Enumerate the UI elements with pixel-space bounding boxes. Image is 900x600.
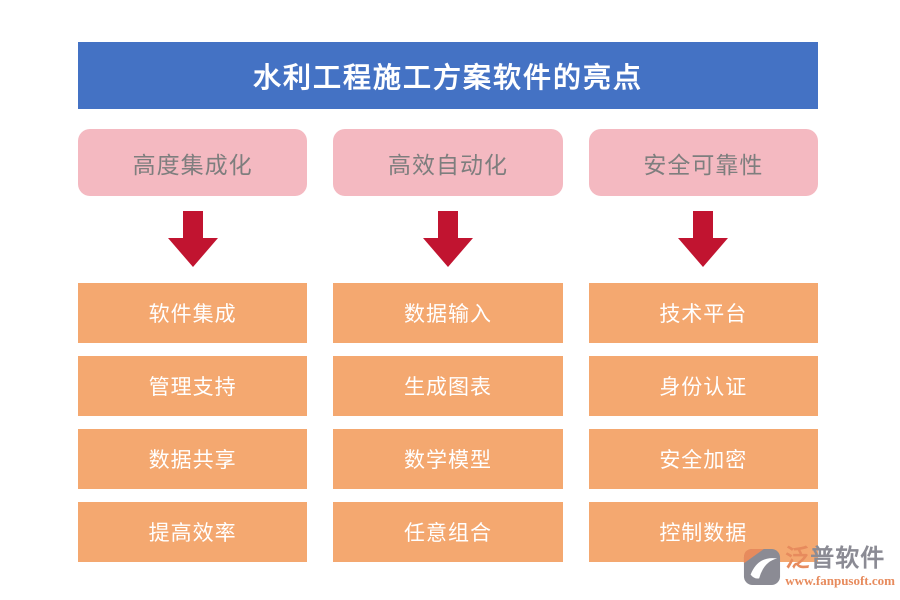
feature-item: 数学模型 [333,429,563,489]
feature-item: 数据输入 [333,283,563,343]
feature-item: 管理支持 [78,356,308,416]
logo-url-text: www.fanpusoft.com [785,573,895,588]
feature-item: 数据共享 [78,429,308,489]
page-title: 水利工程施工方案软件的亮点 [78,42,818,109]
feature-item: 身份认证 [588,356,818,416]
arrow-row [78,211,818,267]
feature-item: 任意组合 [333,502,563,562]
feature-column-automation: 数据输入 生成图表 数学模型 任意组合 [333,283,563,562]
feature-item: 控制数据 [588,502,818,562]
feature-grid: 软件集成 管理支持 数据共享 提高效率 数据输入 生成图表 数学模型 任意组合 … [78,283,818,562]
feature-column-integration: 软件集成 管理支持 数据共享 提高效率 [78,283,308,562]
feature-column-security: 技术平台 身份认证 安全加密 控制数据 [588,283,818,562]
feature-item: 安全加密 [588,429,818,489]
logo-brand-text: 泛普软件 [785,545,885,573]
fanpu-logo-icon [744,548,781,586]
category-header-integration: 高度集成化 [78,129,308,196]
feature-item: 生成图表 [333,356,563,416]
logo-brand-rest: 普软件 [810,546,886,572]
category-header-automation: 高效自动化 [333,129,563,196]
fanpu-logo: 泛普软件 www.fanpusoft.com [743,545,895,589]
feature-item: 技术平台 [588,283,818,343]
feature-item: 软件集成 [78,283,308,343]
down-arrow-icon [167,211,218,267]
down-arrow-icon [422,211,473,267]
category-header-security: 安全可靠性 [588,129,818,196]
category-header-row: 高度集成化 高效自动化 安全可靠性 [78,129,818,196]
down-arrow-icon [678,211,729,267]
logo-brand-first-char: 泛 [785,546,811,572]
feature-item: 提高效率 [78,502,308,562]
